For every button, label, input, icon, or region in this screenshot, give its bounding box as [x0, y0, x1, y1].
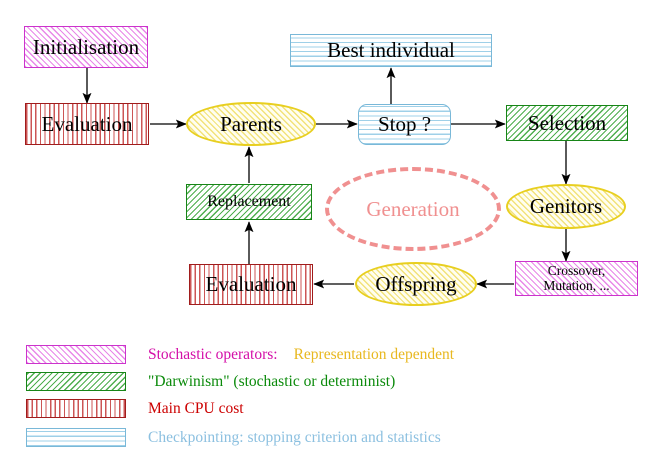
node-stop[interactable]: Stop ?: [358, 104, 451, 145]
legend-row-darwinism: "Darwinism" (stochastic or determinist): [26, 372, 395, 391]
node-best-individual[interactable]: Best individual: [290, 34, 492, 67]
legend-label-main-cpu-cost: Main CPU cost: [148, 399, 244, 417]
legend-label-darwinism: "Darwinism" (stochastic or determinist): [148, 372, 396, 390]
legend-row-checkpointing: Checkpointing: stopping criterion and st…: [26, 428, 441, 447]
node-genitors[interactable]: Genitors: [506, 184, 626, 229]
node-replacement[interactable]: Replacement: [186, 184, 312, 220]
node-replacement-label: Replacement: [207, 192, 291, 210]
node-initialisation-label: Initialisation: [32, 34, 140, 59]
legend-row-stochastic: Stochastic operators: Representation dep…: [26, 345, 454, 364]
node-crossover-mutation-label: Crossover, Mutation, ...: [543, 263, 610, 293]
node-parents[interactable]: Parents: [186, 102, 316, 146]
node-initialisation[interactable]: Initialisation: [24, 26, 148, 68]
legend-label-representation-dependent: Representation dependent: [293, 345, 455, 363]
node-genitors-label: Genitors: [529, 194, 603, 219]
node-offspring-label: Offspring: [375, 271, 457, 296]
node-generation-label: Generation: [366, 196, 460, 221]
legend-swatch-red-vertical: [26, 399, 126, 418]
node-evaluation-top-label: Evaluation: [41, 111, 133, 136]
legend-label-checkpointing: Checkpointing: stopping criterion and st…: [148, 428, 441, 446]
node-best-individual-label: Best individual: [327, 38, 455, 63]
node-parents-label: Parents: [220, 111, 282, 136]
legend-swatch-green-hatch: [26, 372, 126, 391]
node-evaluation-top[interactable]: Evaluation: [25, 103, 149, 145]
node-stop-label: Stop ?: [377, 112, 432, 137]
node-generation-annotation: Generation: [325, 167, 501, 251]
legend-swatch-blue-horizontal: [26, 428, 126, 447]
legend-row-cpu-cost: Main CPU cost: [26, 399, 244, 418]
node-crossover-mutation[interactable]: Crossover, Mutation, ...: [515, 261, 638, 296]
node-evaluation-bottom[interactable]: Evaluation: [189, 264, 313, 305]
legend-swatch-magenta-hatch: [26, 345, 126, 364]
node-selection[interactable]: Selection: [506, 105, 628, 141]
node-selection-label: Selection: [527, 110, 607, 135]
legend-label-stochastic-operators: Stochastic operators:: [148, 345, 278, 363]
node-evaluation-bottom-label: Evaluation: [205, 272, 297, 297]
node-offspring[interactable]: Offspring: [355, 262, 477, 306]
